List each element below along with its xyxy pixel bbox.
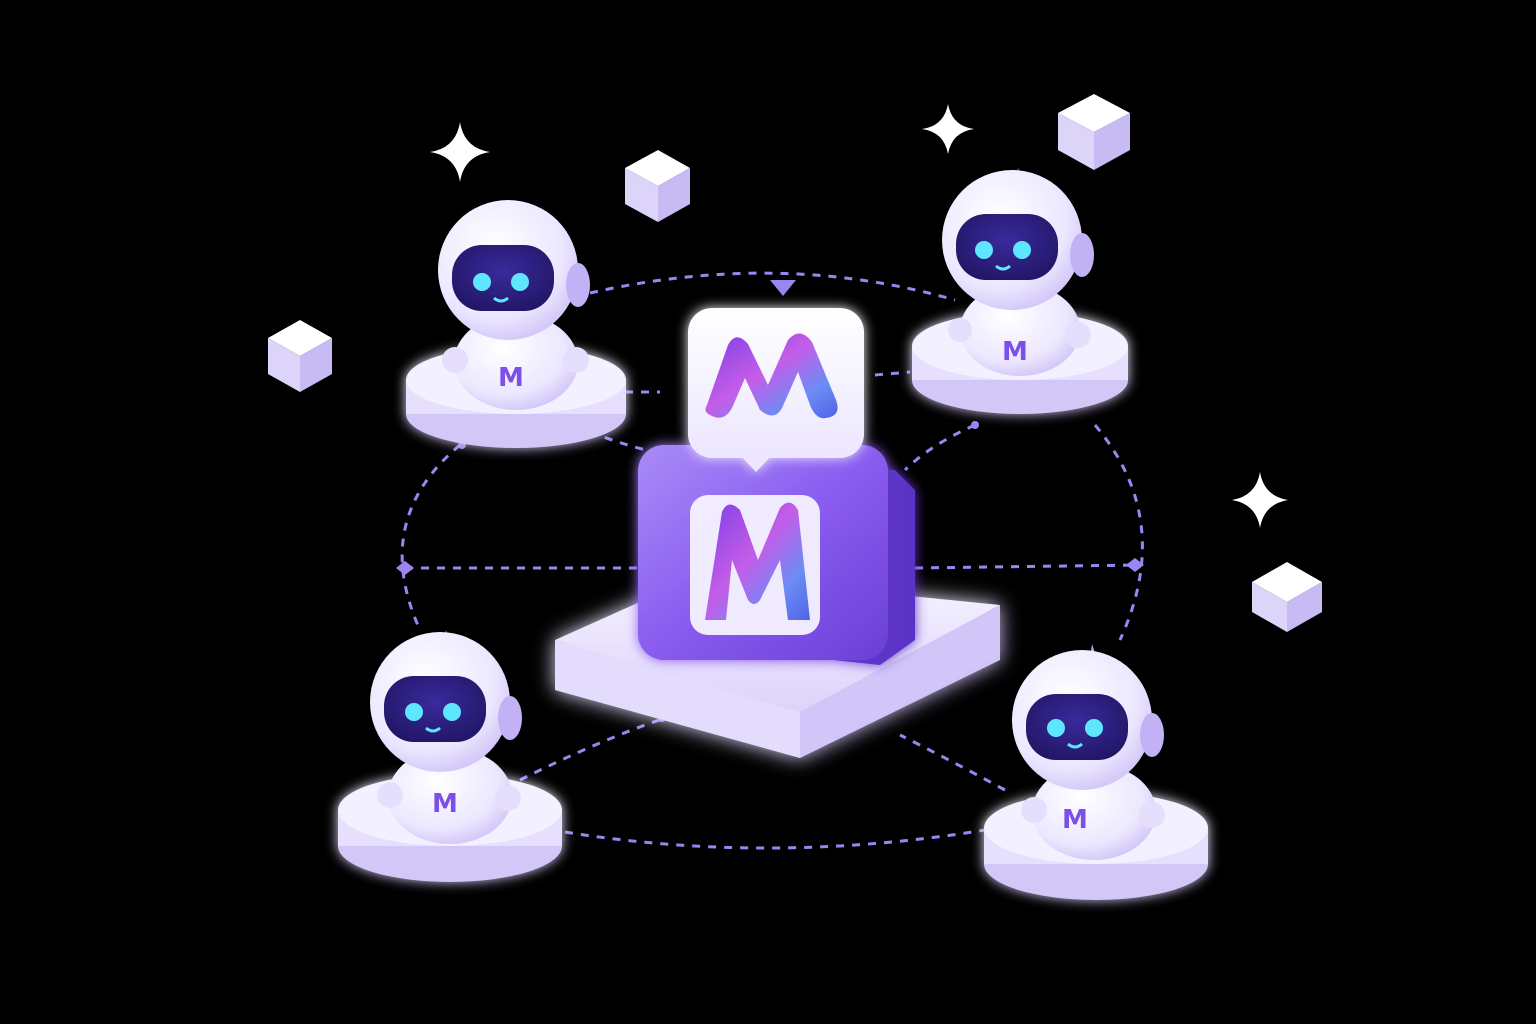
connector-right-horizontal xyxy=(914,563,1141,570)
sparkle-icon xyxy=(922,104,974,154)
robot-icon: M xyxy=(370,630,522,844)
connector-bottom-arc xyxy=(564,828,986,850)
diamond-left-icon xyxy=(396,561,414,575)
cube-icon xyxy=(1252,562,1322,632)
connector-top-arc xyxy=(589,271,956,302)
sparkles xyxy=(430,104,1288,528)
sparkle-icon xyxy=(430,122,490,182)
robot-bottom-left: M xyxy=(338,630,562,882)
robot-icon: M xyxy=(438,200,590,410)
robot-badge-letter: M xyxy=(1002,337,1028,367)
connector-bottomright-to-hub xyxy=(899,733,1006,792)
sparkle-icon xyxy=(1232,472,1288,528)
connector-lines xyxy=(400,271,1144,850)
node-dot-icon xyxy=(971,421,979,429)
connector-right-loop xyxy=(1093,424,1144,641)
arrow-down-icon xyxy=(770,280,796,296)
robot-badge-letter: M xyxy=(432,789,458,819)
robot-top-left: M xyxy=(406,200,626,448)
robot-top-right: M xyxy=(912,168,1128,414)
robot-badge-letter: M xyxy=(1062,805,1088,835)
connector-topright-to-hub xyxy=(903,423,976,472)
connector-bottomleft-to-hub xyxy=(519,716,666,782)
robot-icon: M xyxy=(1012,644,1165,860)
hub-box xyxy=(638,445,915,665)
robot-bottom-right: M xyxy=(984,644,1208,900)
cube-icon xyxy=(625,150,690,222)
cube-icon xyxy=(1058,94,1130,170)
m-logo-icon xyxy=(705,333,838,419)
m-logo-icon xyxy=(705,502,810,620)
connector-left-loop xyxy=(400,443,461,631)
connector-topright-in xyxy=(874,370,911,377)
diamond-right-icon xyxy=(1126,558,1144,572)
cube-icon xyxy=(268,320,332,392)
hub-floating-panel xyxy=(688,308,864,472)
robot-icon: M xyxy=(942,168,1094,376)
robot-badge-letter: M xyxy=(498,363,524,393)
